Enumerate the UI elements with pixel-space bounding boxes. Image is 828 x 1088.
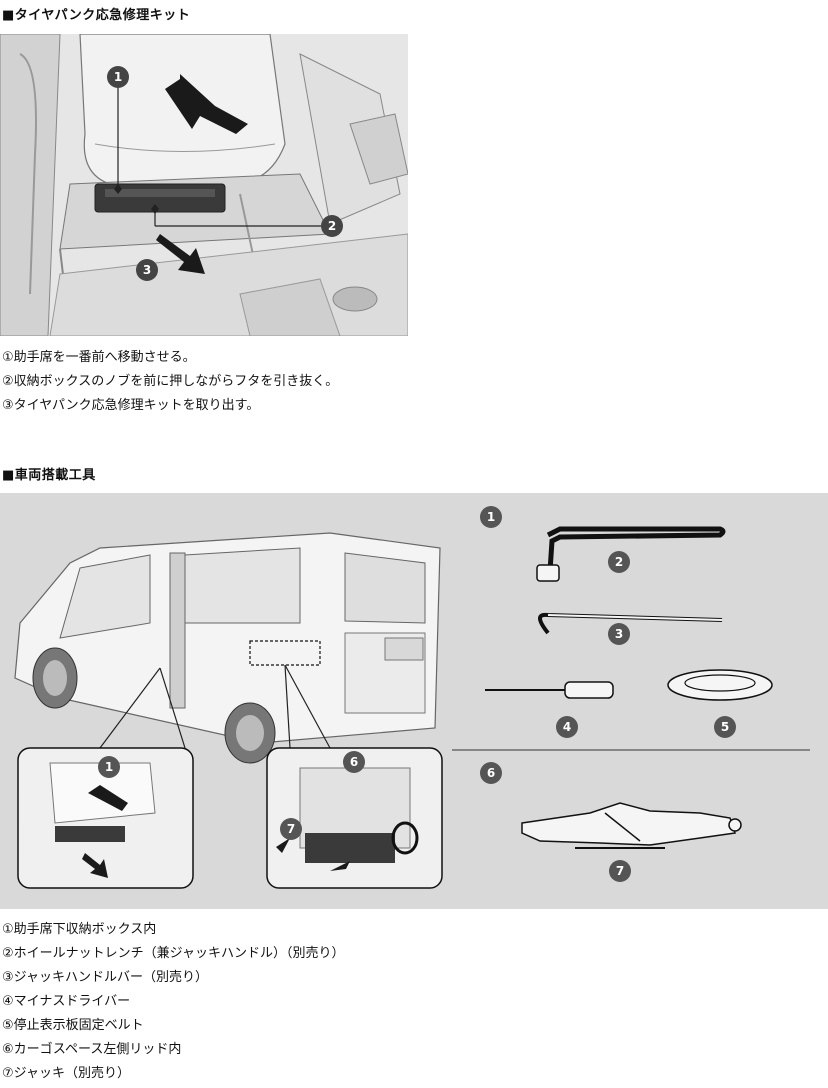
callout-inset-7: 7	[280, 818, 302, 840]
tool-item-3: ③ジャッキハンドルバー（別売り）	[2, 970, 209, 985]
onboard-tools-illustration: 1 2 3 4 5 6 7 1 6 7	[0, 493, 828, 909]
tool-item-1: ①助手席下収納ボックス内	[2, 922, 157, 937]
tool-item-6: ⑥カーゴスペース左側リッド内	[2, 1042, 182, 1057]
callout-jack-7: 7	[609, 860, 631, 882]
tool-item-2: ②ホイールナットレンチ（兼ジャッキハンドル）（別売り）	[2, 946, 345, 961]
callout-storage-1: 1	[480, 506, 502, 528]
callout-bar-3: 3	[608, 623, 630, 645]
step-3: ③タイヤパンク応急修理キットを取り出す。	[2, 398, 260, 413]
tool-item-5: ⑤停止表示板固定ベルト	[2, 1018, 144, 1033]
callout-inset-1: 1	[98, 756, 120, 778]
callout-storage-6: 6	[480, 762, 502, 784]
callout-1: 1	[107, 66, 129, 88]
callout-screwdriver-4: 4	[556, 716, 578, 738]
callout-2: 2	[321, 215, 343, 237]
repair-kit-illustration: 1 2 3	[0, 34, 408, 336]
step-1: ①助手席を一番前へ移動させる。	[2, 350, 196, 365]
callout-inset-6: 6	[343, 751, 365, 773]
tool-item-4: ④マイナスドライバー	[2, 994, 131, 1009]
callout-3: 3	[136, 259, 158, 281]
section2-heading: ■車両搭載工具	[2, 468, 96, 483]
callout-wrench-2: 2	[608, 551, 630, 573]
tool-item-7: ⑦ジャッキ（別売り）	[2, 1066, 131, 1081]
section1-heading: ■タイヤパンク応急修理キット	[2, 8, 191, 23]
callout-belt-5: 5	[714, 716, 736, 738]
step-2: ②収納ボックスのノブを前に押しながらフタを引き抜く。	[2, 374, 339, 389]
